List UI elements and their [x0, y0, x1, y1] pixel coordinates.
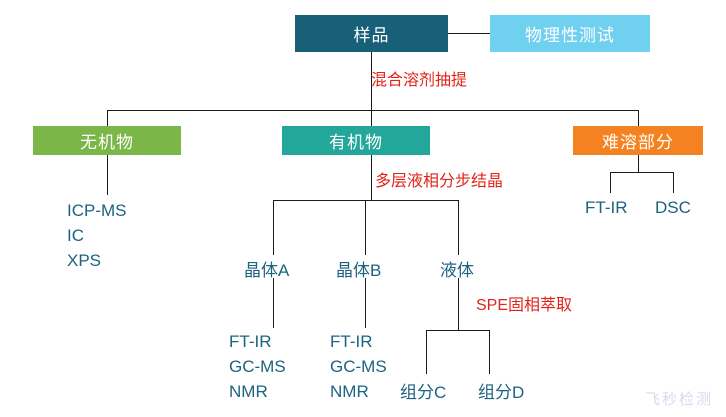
connector-crystal-b-to-methods: [365, 278, 366, 328]
insoluble-method-ftir: FT-IR: [585, 198, 628, 217]
connector-down-component-d: [489, 330, 490, 374]
crystal-a-methods-list: FT-IR GC-MS NMR: [229, 329, 286, 404]
inorganic-method-icpms: ICP-MS: [67, 201, 127, 220]
process-label-crystallization: 多层液相分步结晶: [375, 167, 503, 191]
fraction-crystal-b: 晶体B: [336, 261, 382, 280]
connector-down-crystal-b: [365, 200, 366, 255]
fraction-liquid: 液体: [440, 261, 474, 280]
box-inorganic[interactable]: 无机物: [33, 126, 181, 155]
process-label-spe-text: SPE固相萃取: [476, 297, 573, 314]
process-label-spe: SPE固相萃取: [476, 291, 572, 315]
component-d: 组分D: [478, 383, 525, 402]
box-insoluble-label: 难溶部分: [602, 133, 674, 152]
connector-sample-stem: [371, 52, 372, 110]
connector-down-insoluble: [638, 110, 639, 128]
connector-down-crystal-a: [273, 200, 274, 255]
crystal-a-method-ftir: FT-IR: [229, 332, 272, 351]
connector-down-component-c: [426, 330, 427, 374]
connector-top-distribution-bar: [107, 110, 638, 111]
connector-down-inorganic: [107, 110, 108, 128]
insoluble-method-dsc: DSC: [655, 198, 691, 217]
crystal-b-method-ftir: FT-IR: [330, 332, 373, 351]
box-sample-label: 样品: [353, 26, 390, 45]
process-label-crystallization-text: 多层液相分步结晶: [375, 173, 504, 190]
inorganic-method-xps: XPS: [67, 251, 102, 270]
connector-down-liquid: [458, 200, 459, 255]
inorganic-methods-list: ICP-MS IC XPS: [67, 198, 127, 273]
connector-down-organic: [371, 110, 372, 128]
process-label-extraction-text: 混合溶剂抽提: [371, 72, 468, 89]
connector-down-ftir-insoluble: [610, 172, 611, 193]
crystal-b-method-gcms: GC-MS: [330, 357, 387, 376]
fraction-crystal-a: 晶体A: [244, 261, 290, 280]
crystal-b-method-nmr: NMR: [330, 382, 369, 401]
connector-crystal-a-to-methods: [273, 278, 274, 328]
watermark: 飞秒检测: [645, 391, 714, 408]
box-sample[interactable]: 样品: [295, 15, 448, 52]
crystal-b-methods-list: FT-IR GC-MS NMR: [330, 329, 387, 404]
connector-sample-to-physical: [448, 33, 490, 34]
connector-organic-stem: [371, 155, 372, 200]
box-organic[interactable]: 有机物: [282, 126, 430, 155]
crystal-a-method-gcms: GC-MS: [229, 357, 286, 376]
box-inorganic-label: 无机物: [80, 133, 134, 152]
crystal-a-method-nmr: NMR: [229, 382, 268, 401]
inorganic-method-ic: IC: [67, 226, 84, 245]
component-c: 组分C: [400, 383, 447, 402]
connector-organic-bar: [273, 200, 459, 201]
box-physical-test[interactable]: 物理性测试: [490, 15, 650, 52]
connector-inorganic-to-methods: [107, 155, 108, 195]
box-organic-label: 有机物: [329, 133, 383, 152]
connector-insoluble-stem: [638, 155, 639, 172]
connector-down-dsc: [673, 172, 674, 193]
box-insoluble[interactable]: 难溶部分: [573, 126, 703, 155]
box-physical-test-label: 物理性测试: [525, 26, 615, 45]
connector-spe-bar: [426, 330, 489, 331]
connector-liquid-stem: [458, 278, 459, 330]
process-label-extraction: 混合溶剂抽提: [371, 66, 467, 90]
connector-insoluble-bar: [610, 172, 674, 173]
